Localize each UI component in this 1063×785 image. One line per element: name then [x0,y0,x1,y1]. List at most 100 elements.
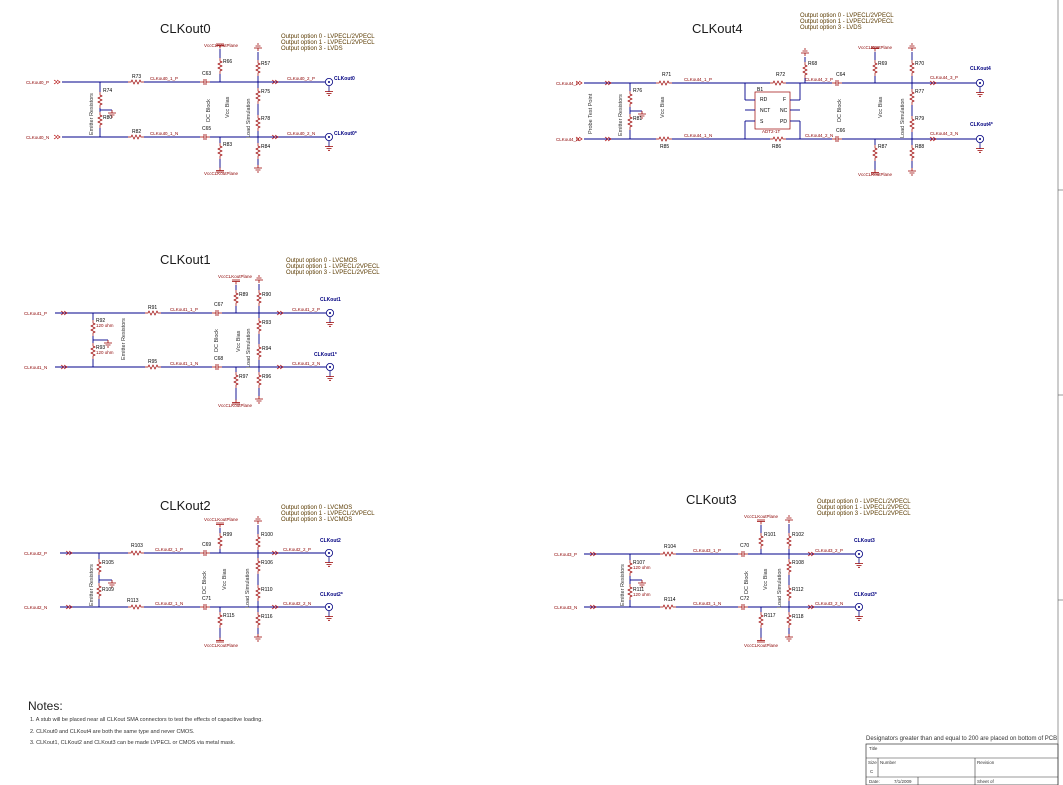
svg-text:B1: B1 [757,87,763,93]
svg-text:PD: PD [780,119,787,125]
svg-text:R108: R108 [792,560,804,566]
svg-text:Emitter Resistors: Emitter Resistors [618,94,624,136]
svg-text:R92: R92 [96,318,105,324]
svg-text:Probe Test Point: Probe Test Point [588,93,594,134]
svg-text:CLKout3_N: CLKout3_N [554,605,577,610]
svg-text:Load Simulation: Load Simulation [246,329,252,368]
note-2: 2. CLKout0 and CLKout4 are both the same… [30,729,195,735]
svg-text:C64: C64 [836,72,845,78]
svg-text:R70: R70 [915,61,924,67]
svg-text:CLKout0_N: CLKout0_N [26,135,49,140]
svg-text:R113: R113 [127,598,139,604]
svg-text:120 ohm: 120 ohm [96,350,114,355]
svg-text:R101: R101 [764,532,776,538]
output-options-clkout2: Output option 0 - LVCMOS Output option 1… [281,505,375,523]
output-options-clkout1: Output option 0 - LVCMOS Output option 1… [286,258,380,276]
svg-text:CLKout0_1_P: CLKout0_1_P [150,76,178,81]
svg-text:VccCLKoutPlane: VccCLKoutPlane [218,274,253,279]
titleblock-number: Number [880,760,897,765]
svg-text:VccCLKoutPlane: VccCLKoutPlane [858,45,893,50]
svg-text:C70: C70 [740,543,749,549]
svg-text:R93: R93 [96,345,105,351]
svg-text:CLKout4_3_P: CLKout4_3_P [930,75,958,80]
svg-text:CLKout1_1_P: CLKout1_1_P [170,307,198,312]
svg-text:Vcc Bias: Vcc Bias [763,568,769,590]
svg-text:DC Block: DC Block [744,571,750,594]
svg-text:R57: R57 [261,61,270,67]
titleblock-title: Title [869,746,878,751]
svg-text:R97: R97 [239,374,248,380]
note-1: 1. A stub will be placed near all CLKout… [30,717,263,723]
titleblock-sheet: Sheet of [977,779,994,784]
svg-text:CLKout4: CLKout4 [970,66,991,72]
svg-text:R103: R103 [131,543,143,549]
svg-text:R115: R115 [223,613,235,619]
svg-text:CLKout4_P: CLKout4_P [556,81,579,86]
svg-text:CLKout2_2_N: CLKout2_2_N [283,601,311,606]
svg-text:R114: R114 [664,597,676,603]
output-options-clkout4: Output option 0 - LVPECL/2VPECL Output o… [800,13,894,31]
svg-text:CLKout2_N: CLKout2_N [24,605,47,610]
svg-text:Vcc Bias: Vcc Bias [878,96,884,118]
svg-text:R93: R93 [262,320,271,326]
svg-text:Load Simulation: Load Simulation [900,99,906,138]
svg-text:120 ohm: 120 ohm [96,323,114,328]
svg-text:CLKout3_1_P: CLKout3_1_P [693,548,721,553]
svg-text:R73: R73 [132,74,141,80]
svg-text:CLKout2_P: CLKout2_P [24,551,47,556]
titleblock-date-value: 7/1/2009 [894,779,912,784]
svg-text:VccCLKoutPlane: VccCLKoutPlane [204,171,239,176]
svg-text:VccCLKoutPlane: VccCLKoutPlane [744,643,779,648]
svg-text:NCT: NCT [760,108,770,114]
designator-note: Designators greater than and equal to 20… [866,736,1058,742]
svg-text:CLKout4_1_P: CLKout4_1_P [684,77,712,82]
svg-text:R69: R69 [878,61,887,67]
svg-text:CLKout1_2_P: CLKout1_2_P [292,307,320,312]
svg-text:R99: R99 [223,532,232,538]
svg-text:R86: R86 [772,144,781,150]
svg-text:CLKout1_1_N: CLKout1_1_N [170,361,198,366]
svg-text:C71: C71 [202,596,211,602]
svg-text:C66: C66 [836,128,845,134]
svg-text:DC Block: DC Block [214,329,220,352]
svg-text:CLKout1*: CLKout1* [314,352,337,358]
svg-text:R106: R106 [261,560,273,566]
svg-text:R116: R116 [261,614,273,620]
svg-text:R90: R90 [262,292,271,298]
svg-text:R72: R72 [776,72,785,78]
svg-text:Load Simulation: Load Simulation [245,569,251,608]
svg-text:CLKout4*: CLKout4* [970,122,993,128]
svg-text:R118: R118 [792,614,804,620]
svg-text:CLKout0: CLKout0 [334,76,355,82]
svg-text:CLKout2_1_P: CLKout2_1_P [155,547,183,552]
svg-text:CLKout4_3_N: CLKout4_3_N [930,131,958,136]
svg-text:CLKout4_1_N: CLKout4_1_N [684,133,712,138]
svg-text:R74: R74 [103,88,112,94]
svg-text:CLKout3*: CLKout3* [854,592,877,598]
block-title-clkout3: CLKout3 [686,492,737,507]
svg-text:CLKout1_N: CLKout1_N [24,365,47,370]
svg-text:CLKout3_2_N: CLKout3_2_N [815,601,843,606]
svg-text:CLKout0_2_P: CLKout0_2_P [287,76,315,81]
svg-text:Vcc Bias: Vcc Bias [236,330,242,352]
svg-text:F: F [783,97,786,103]
svg-text:R78: R78 [261,116,270,122]
svg-text:R100: R100 [261,532,273,538]
svg-text:C67: C67 [214,302,223,308]
svg-text:R75: R75 [261,89,270,95]
titleblock-revision: Revision [977,760,995,765]
svg-text:C72: C72 [740,596,749,602]
svg-text:CLKout3: CLKout3 [854,538,875,544]
svg-text:Emitter Resistors: Emitter Resistors [620,564,626,606]
output-options-clkout0: Output option 0 - LVPECL/2VPECL Output o… [281,34,375,52]
block-title-clkout0: CLKout0 [160,21,211,36]
svg-text:Load Simulation: Load Simulation [777,569,783,608]
svg-text:Emitter Resistors: Emitter Resistors [89,93,95,135]
svg-text:VccCLKoutPlane: VccCLKoutPlane [218,403,253,408]
svg-text:R110: R110 [261,587,273,593]
title-block [865,743,1059,785]
svg-text:R88: R88 [915,144,924,150]
note-3: 3. CLKout1, CLKout2 and CLKout3 can be m… [30,740,236,746]
svg-text:R85: R85 [660,144,669,150]
